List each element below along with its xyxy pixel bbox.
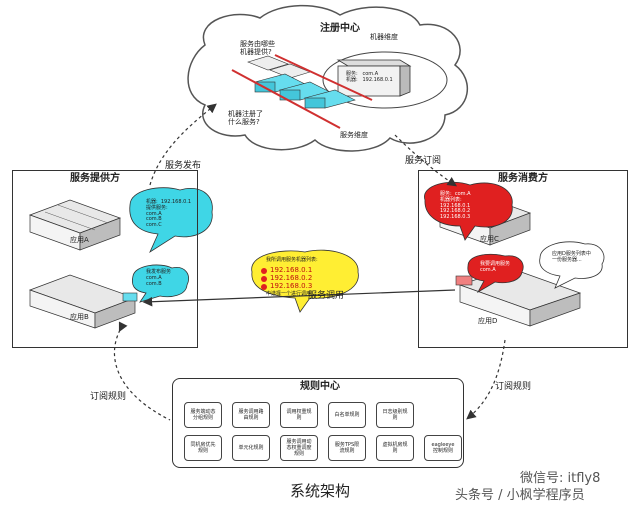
machine-card-block <box>336 59 412 97</box>
rules-right-arrow <box>466 339 506 420</box>
provider-title: 服务提供方 <box>70 173 120 184</box>
machine-card-text: 服务: com.A 机器: 192.168.0.1 <box>346 71 393 83</box>
subscribe-arrow <box>394 134 457 187</box>
bubble-c-text: 服务: com.A 机器列表: 192.168.0.1 192.168.0.2 … <box>440 191 471 220</box>
service-dimension-label: 服务维度 <box>340 131 368 139</box>
call-bubble-ip-3: 192.168.0.3 <box>270 282 313 290</box>
service-dimension-line <box>231 69 341 129</box>
rule-box: 服务调用路 由规则 <box>232 402 270 428</box>
call-arrow <box>142 289 456 307</box>
call-bubble-title: 我所调用服务机器列表: <box>266 257 318 263</box>
bubble-b-text: 我发布服务 com.A com.B <box>146 269 172 287</box>
app-c-label: 应用C <box>480 235 499 243</box>
consumer-frame <box>418 170 628 348</box>
app-a-servers <box>28 199 122 251</box>
watermark-wechat: 微信号: itfly8 <box>520 471 601 486</box>
machine-dimension-label: 机器维度 <box>370 33 398 41</box>
rules-center-frame <box>172 378 464 468</box>
rule-box: 白名单规则 <box>328 402 366 428</box>
rule-box: 调用权重规 则 <box>280 402 318 428</box>
call-label: 服务调用 <box>308 291 345 301</box>
bubble-d <box>467 253 524 294</box>
registry-title: 注册中心 <box>320 23 360 34</box>
bubble-a-text: 机器: 192.168.0.1 提供服务: com.A com.B com.C <box>146 199 192 228</box>
rule-box: 服务端动态 分组规则 <box>184 402 222 428</box>
call-bubble-ip-2: 192.168.0.2 <box>270 274 313 282</box>
rule-box: 服务TPS限 流规则 <box>328 435 366 461</box>
bubble-d-note <box>539 241 605 289</box>
rules-right-label: 订阅规则 <box>495 382 532 392</box>
provider-frame <box>12 170 198 348</box>
rule-box: 同机房优先 规则 <box>184 435 222 461</box>
rules-center-title: 规则中心 <box>300 381 340 392</box>
app-a-label: 应用A <box>70 236 89 244</box>
rules-left-arrow <box>113 321 171 421</box>
who-provides-question: 服务由哪些 机器提供? <box>240 40 275 57</box>
rule-box: 日志级别规 则 <box>376 402 414 428</box>
machine-dimension-line <box>274 54 373 101</box>
footer-title: 系统架构 <box>290 482 351 500</box>
rule-box: eagleeye 控制规则 <box>424 435 462 461</box>
bubble-d-text: 我要调用服务 com.A <box>480 261 511 273</box>
app-b-servers <box>28 274 138 329</box>
app-b-label: 应用B <box>70 313 89 321</box>
watermark-toutiao: 头条号 / 小枫学程序员 <box>455 488 585 503</box>
bubble-a <box>129 187 213 254</box>
what-registered-question: 机器注册了 什么服务? <box>228 110 263 127</box>
rule-box: 虚拟机房规 则 <box>376 435 414 461</box>
consumer-title: 服务消费方 <box>498 173 548 184</box>
app-d-label: 应用D <box>478 317 498 325</box>
bubble-b <box>131 264 189 303</box>
publish-label: 服务发布 <box>165 161 202 171</box>
rule-box: 服务调用动 态权重调度 规则 <box>280 435 318 461</box>
bubble-d-note-text: 应用D服务列表中 一份服务器... <box>552 251 591 263</box>
call-bubble-note: 中选择一个进行调用 <box>266 291 312 297</box>
rules-left-label: 订阅规则 <box>90 392 127 402</box>
rule-box: 单元化规则 <box>232 435 270 461</box>
call-bubble-ip-1: 192.168.0.1 <box>270 266 313 274</box>
subscribe-label: 服务订阅 <box>405 156 442 166</box>
